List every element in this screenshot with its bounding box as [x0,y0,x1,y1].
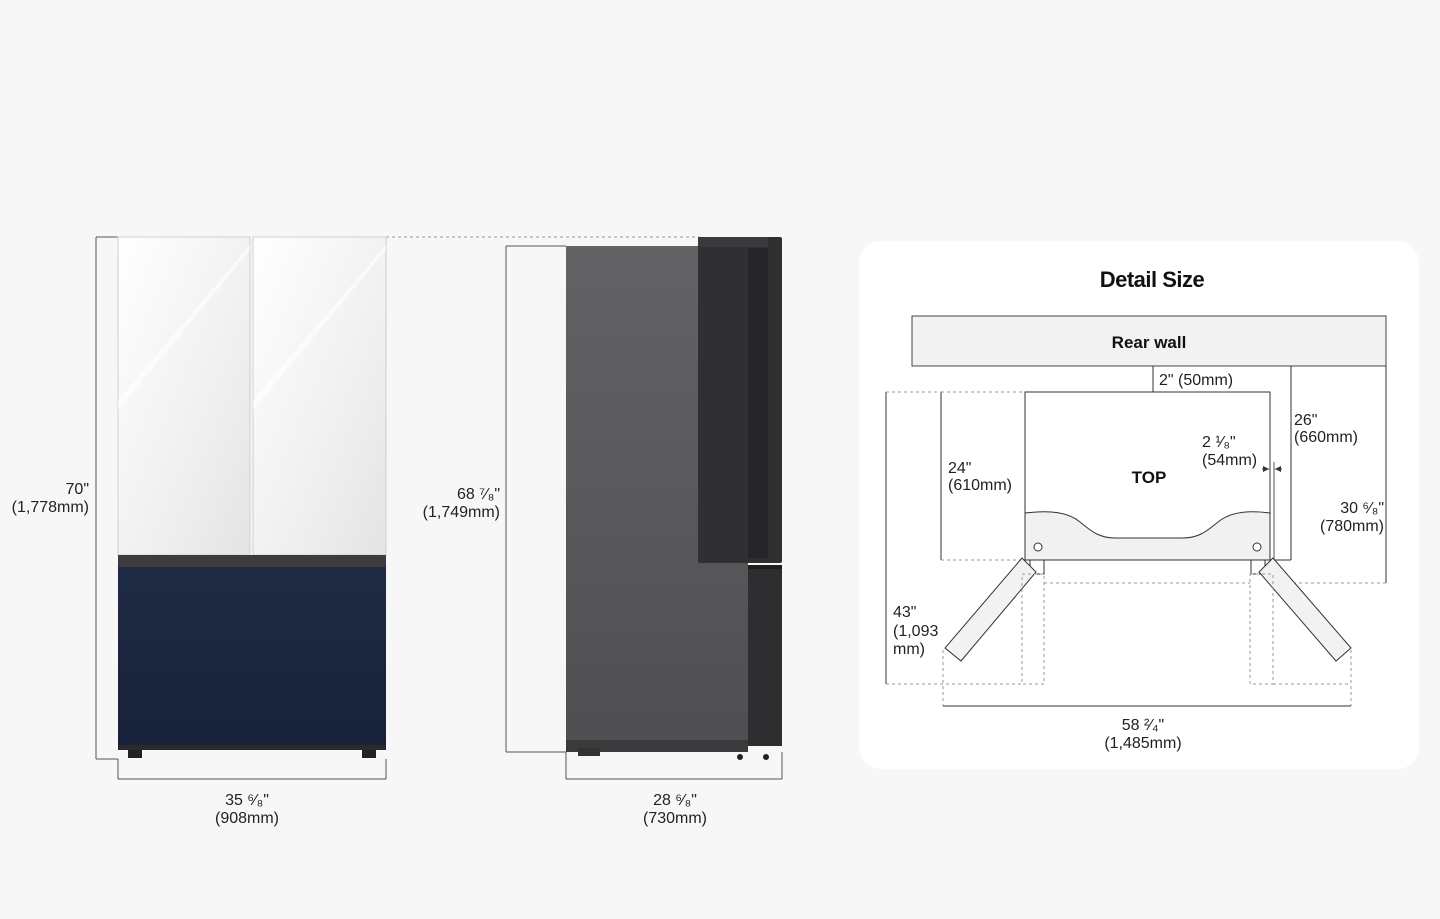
door-depth-in: 24" [948,460,971,477]
rear-wall-label: Rear wall [1112,333,1187,352]
left-open-door [944,557,1037,662]
front-view: 70" (1,778mm) 35 ⁶⁄₈" (908mm) [12,236,700,827]
top-label: TOP [1132,468,1167,487]
right-open-door [1258,557,1352,662]
front-height-mm: (1,778mm) [12,499,89,516]
door-open-mm-1: (1,093 [893,623,938,640]
total-depth-mm: (780mm) [1320,518,1384,535]
front-left-door [117,236,251,556]
depth-in: 26" [1294,412,1317,429]
clearance-mm: (54mm) [1202,452,1257,469]
side-height-mm: (1,749mm) [423,504,500,521]
side-depth-mm: (730mm) [643,810,707,827]
width-open-mm: (1,485mm) [1104,735,1181,752]
side-upper-door [698,237,782,563]
width-open-in: 58 ²⁄₄" [1122,717,1164,734]
door-depth-mm: (610mm) [948,477,1012,494]
side-lower-drawer [748,568,782,746]
rear-wall [911,315,1387,367]
front-height-label: 70" [66,481,89,498]
detail-size-panel: Detail Size Rear wall 2" (50mm) 26" (660… [859,241,1419,769]
total-depth-in: 30 ⁶⁄₈" [1340,500,1384,517]
side-view: 68 ⁷⁄₈" (1,749mm) 28 ⁶⁄₈" (730mm) [423,237,783,827]
front-right-door [252,236,387,556]
door-open-mm-2: mm) [893,641,925,658]
depth-mm: (660mm) [1294,429,1358,446]
side-height-label: 68 ⁷⁄₈" [457,486,500,503]
detail-title: Detail Size [1100,267,1205,292]
front-width-mm: (908mm) [215,810,279,827]
front-width-label: 35 ⁶⁄₈" [225,792,269,809]
clearance-in: 2 ¹⁄₈" [1202,434,1236,451]
front-freezer-drawer [118,567,386,749]
gap-label: 2" (50mm) [1159,372,1233,389]
side-depth-label: 28 ⁶⁄₈" [653,792,697,809]
door-open-in: 43" [893,604,916,621]
